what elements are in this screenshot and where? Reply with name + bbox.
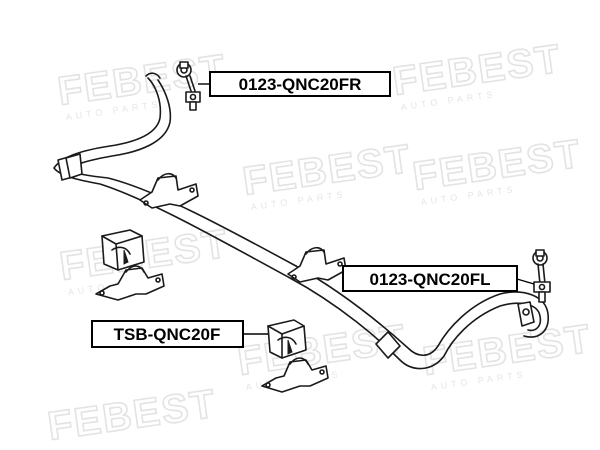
stabilizer-link-left: [532, 249, 551, 303]
clamp-left: [95, 265, 165, 301]
bushing-left: [101, 229, 145, 271]
label-link-right-text: 0123-QNC20FR: [239, 75, 362, 94]
label-link-left: 0123-QNC20FL: [342, 265, 518, 292]
leader-link-left: [516, 278, 535, 285]
label-bushing: TSB-QNC20F: [91, 320, 244, 348]
label-link-left-text: 0123-QNC20FL: [370, 270, 491, 289]
stabilizer-bar: [53, 72, 549, 370]
bar-bracket-middle: [287, 246, 347, 283]
label-bushing-text: TSB-QNC20F: [114, 325, 221, 344]
label-link-right: 0123-QNC20FR: [209, 71, 391, 97]
bar-bracket-upper: [139, 172, 199, 209]
watermark-brand: FEBEST: [45, 382, 219, 449]
clamp-right: [261, 357, 329, 393]
bushing-right: [267, 319, 307, 359]
stabilizer-link-right: [176, 61, 201, 111]
